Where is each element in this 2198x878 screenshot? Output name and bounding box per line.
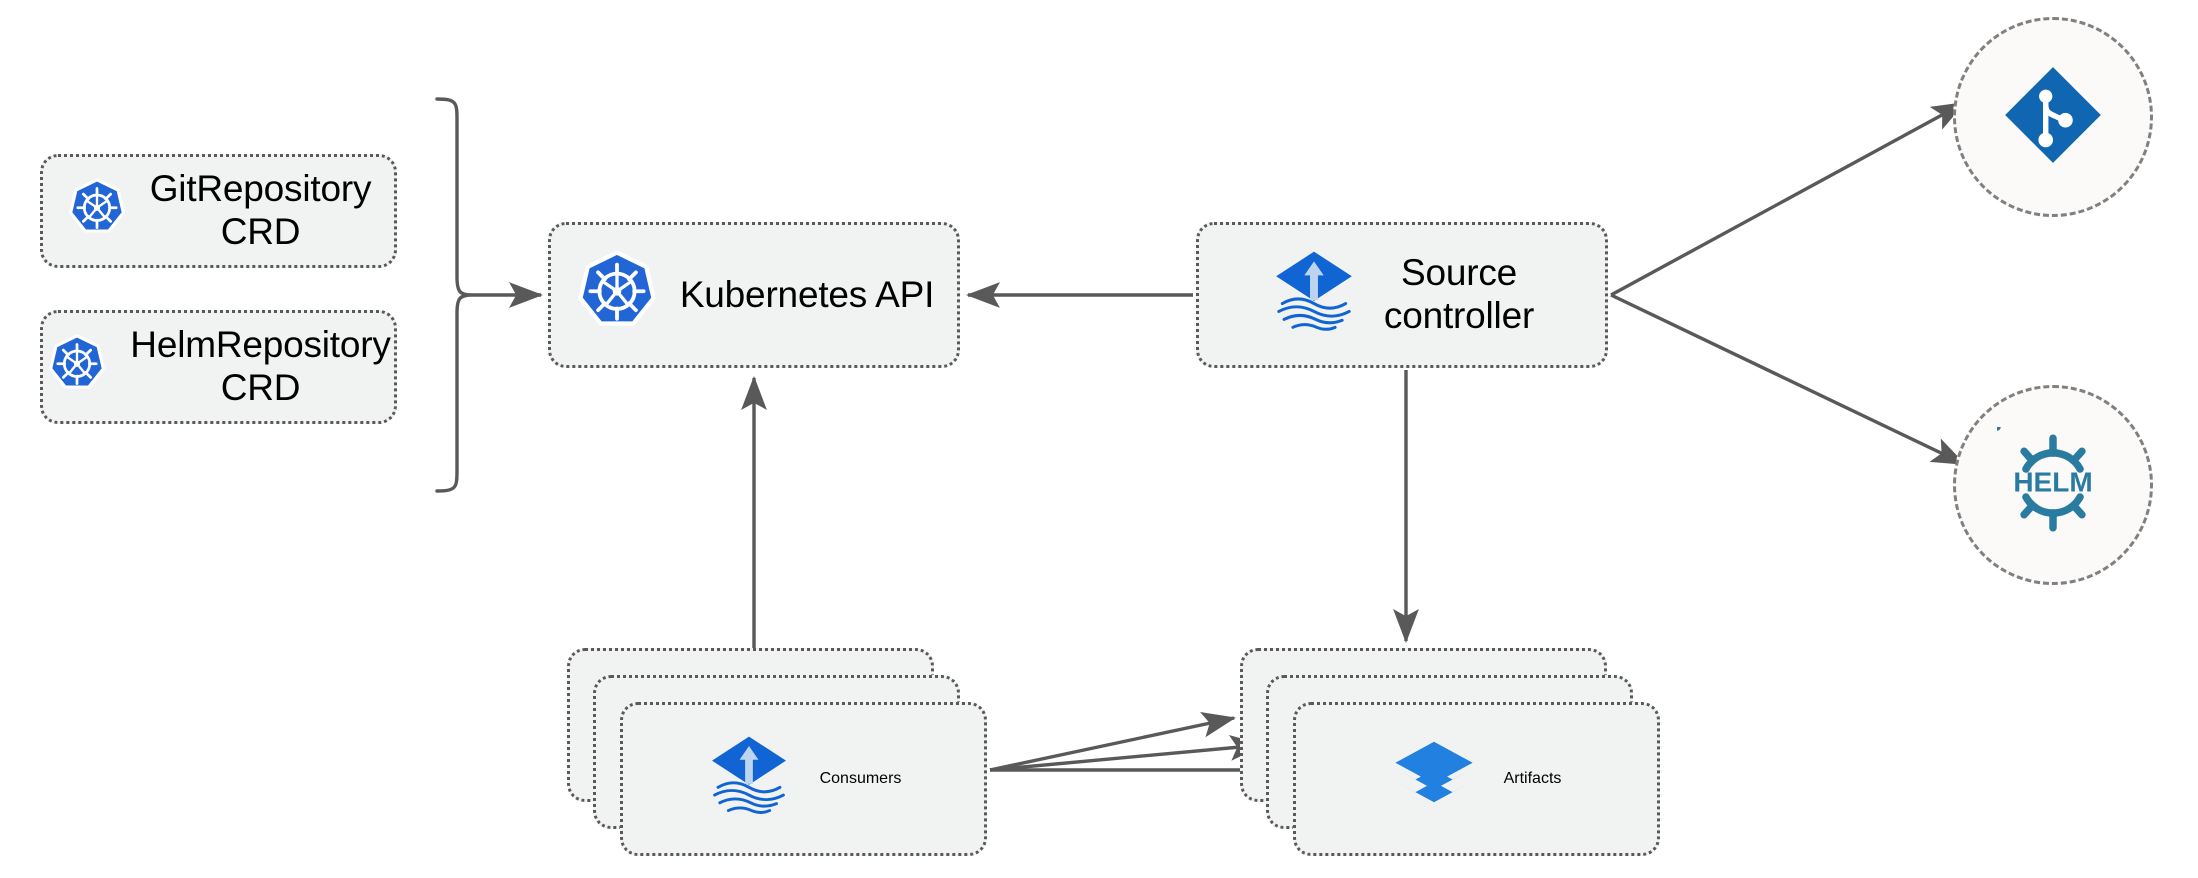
crd-bracket (435, 97, 473, 493)
node-label: Kubernetes API (679, 273, 935, 315)
kubernetes-icon (574, 249, 660, 341)
node-git[interactable] (1953, 17, 2153, 217)
node-consumers-stack[interactable]: Consumers (567, 648, 987, 856)
edge-source-controller-to-helm (1610, 293, 1966, 466)
node-label: Consumers (819, 770, 902, 787)
helm-icon: HELM (1993, 422, 2109, 544)
node-source-controller[interactable]: Source controller (1196, 222, 1608, 368)
edge-source-controller-to-git (1610, 101, 1966, 297)
node-git-repository-crd[interactable]: GitRepository CRD (40, 154, 397, 268)
kubernetes-icon (66, 177, 128, 245)
layers-icon (1392, 735, 1476, 824)
node-helm-repository-crd[interactable]: HelmRepository CRD (40, 310, 397, 424)
node-label: Artifacts (1503, 770, 1562, 787)
git-icon (2001, 63, 2105, 172)
kubernetes-icon (46, 333, 108, 401)
edge-consumers-to-artifacts-top (989, 712, 1236, 772)
node-label: HelmRepository CRD (130, 324, 391, 408)
node-label: GitRepository CRD (149, 168, 372, 252)
node-artifacts-stack[interactable]: Artifacts (1240, 648, 1660, 856)
node-label: Source controller (1383, 252, 1535, 336)
flux-icon (706, 734, 792, 825)
node-kubernetes-api[interactable]: Kubernetes API (548, 222, 960, 368)
edge-consumers-to-artifacts-middle (989, 735, 1265, 772)
helm-wordmark: HELM (2013, 466, 2092, 497)
node-artifacts[interactable]: Artifacts (1293, 702, 1660, 856)
node-helm[interactable]: HELM (1953, 385, 2153, 585)
flux-icon (1270, 249, 1358, 342)
node-consumers[interactable]: Consumers (620, 702, 987, 856)
